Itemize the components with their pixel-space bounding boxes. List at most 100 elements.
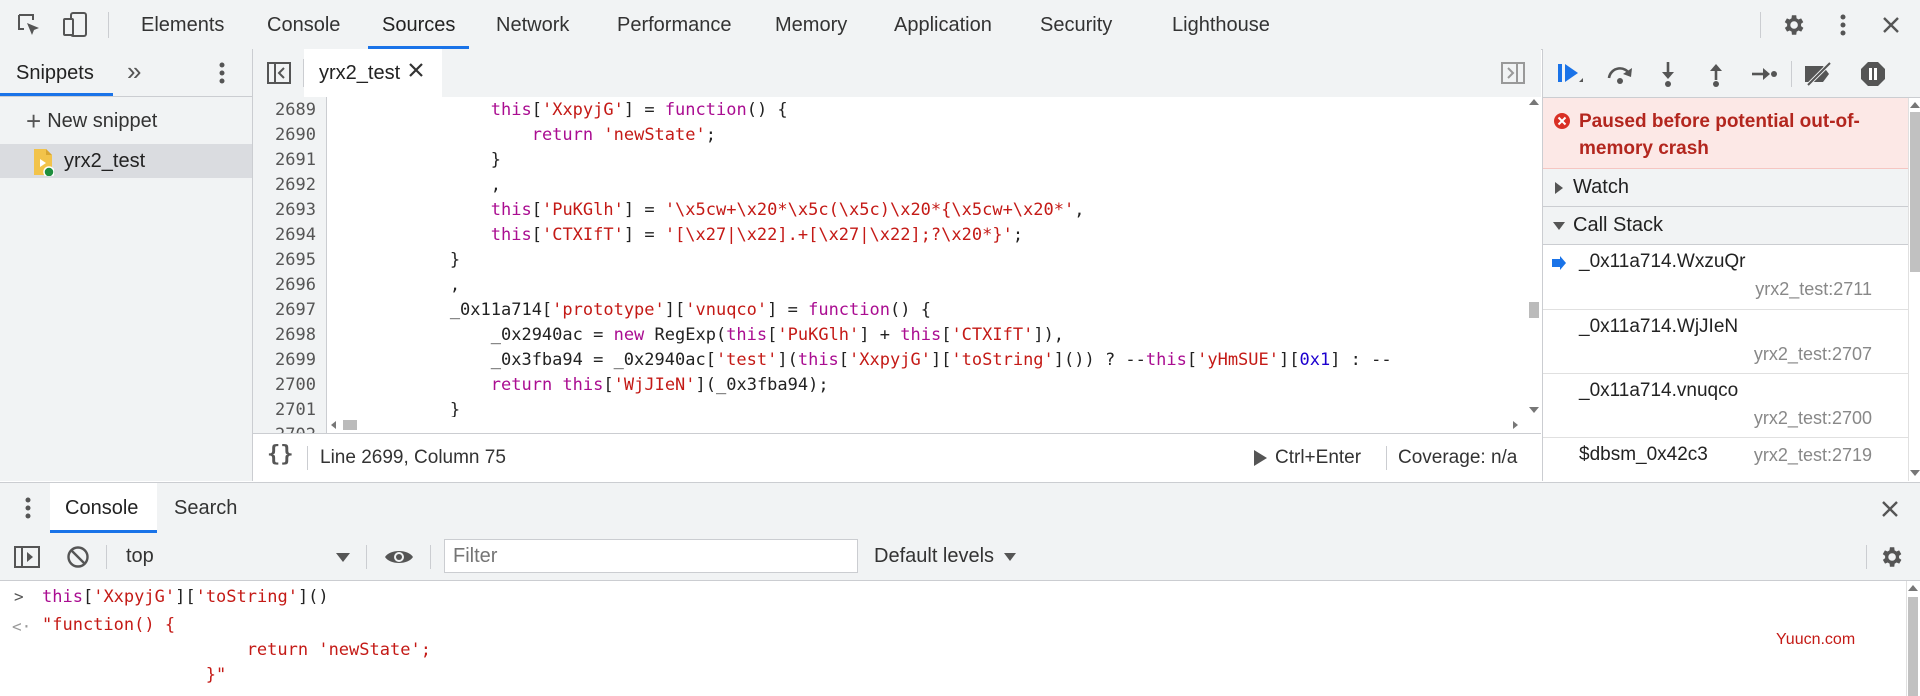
collapse-arrow-icon xyxy=(1553,222,1565,230)
controls-divider xyxy=(1791,61,1792,87)
scroll-up-arrow-icon[interactable] xyxy=(1529,99,1539,105)
file-tab-label: yrx2_test xyxy=(319,62,401,84)
code-lines: this['XxpyjG'] = function() { return 'ne… xyxy=(327,97,1527,417)
toolbar-divider xyxy=(366,545,367,569)
snippet-item-yrx2-test[interactable]: yrx2_test xyxy=(0,144,252,178)
inspect-element-icon[interactable] xyxy=(14,10,44,40)
paused-message-banner: Paused before potential out-of-memory cr… xyxy=(1543,98,1908,169)
device-toolbar-icon[interactable] xyxy=(60,10,90,40)
console-settings-gear-icon[interactable] xyxy=(1876,542,1906,572)
scrollbar-thumb[interactable] xyxy=(1910,112,1920,272)
step-over-icon[interactable] xyxy=(1605,59,1635,89)
filter-input[interactable] xyxy=(444,539,858,573)
active-tab-indicator xyxy=(50,530,157,533)
resume-icon[interactable] xyxy=(1555,59,1585,89)
drawer-tab-search[interactable]: Search xyxy=(174,497,238,519)
toolbar-divider xyxy=(108,12,109,38)
navigator-panel: Snippets » + New snippet yrx2_test xyxy=(0,49,253,481)
chevron-down-icon xyxy=(1004,552,1017,561)
code-line: this['XxpyjG'] = function() { xyxy=(490,100,788,120)
watch-section-header[interactable]: Watch xyxy=(1543,169,1908,207)
close-icon[interactable] xyxy=(1876,10,1906,40)
toolbar-divider xyxy=(106,545,107,569)
tab-application[interactable]: Application xyxy=(894,14,992,36)
devtools-toolbar: Elements Console Sources Network Perform… xyxy=(0,0,1920,50)
gear-icon[interactable] xyxy=(1778,10,1808,40)
clear-console-icon[interactable] xyxy=(64,543,92,571)
tab-lighthouse[interactable]: Lighthouse xyxy=(1172,14,1270,36)
new-snippet-button[interactable]: + New snippet xyxy=(26,105,157,137)
code-vertical-scrollbar[interactable] xyxy=(1527,97,1541,417)
close-tab-icon[interactable] xyxy=(408,62,424,84)
context-value: top xyxy=(126,545,154,567)
expand-arrow-icon xyxy=(1555,182,1563,194)
code-line: return this['WjJIeN'](_0x3fba94); xyxy=(490,375,829,395)
frame-location: yrx2_test:2707 xyxy=(1753,344,1872,364)
console-output[interactable]: > this['XxpyjG']['toString']() <· "funct… xyxy=(0,581,1920,696)
frame-location: yrx2_test:2711 xyxy=(1755,279,1872,299)
callstack-frame[interactable]: _0x11a714.WjJIeN yrx2_test:2707 xyxy=(1543,310,1908,374)
line-number: 2696 xyxy=(275,275,316,295)
toolbar-divider xyxy=(430,545,431,569)
navigator-menu-icon[interactable] xyxy=(208,59,236,87)
more-tabs-chevron-icon[interactable]: » xyxy=(127,56,142,86)
tab-security[interactable]: Security xyxy=(1040,14,1113,36)
toolbar-divider xyxy=(1866,545,1867,569)
drawer-menu-icon[interactable] xyxy=(16,494,40,522)
deactivate-breakpoints-icon[interactable] xyxy=(1801,59,1835,89)
scroll-up-arrow-icon[interactable] xyxy=(1908,585,1918,591)
line-number: 2693 xyxy=(275,200,316,220)
code-editor[interactable]: this['XxpyjG'] = function() { return 'ne… xyxy=(327,97,1527,417)
frame-name: $dbsm_0x42c3 xyxy=(1579,444,1708,465)
tab-performance[interactable]: Performance xyxy=(617,14,732,36)
console-scrollbar[interactable] xyxy=(1906,581,1920,696)
context-selector[interactable]: top xyxy=(114,533,354,580)
line-number: 2692 xyxy=(275,175,316,195)
scrollbar-thumb[interactable] xyxy=(1529,302,1539,318)
line-number: 2697 xyxy=(275,300,316,320)
callstack-section-header[interactable]: Call Stack xyxy=(1543,207,1908,245)
callstack-frame[interactable]: _0x11a714.WxzuQr yrx2_test:2711 xyxy=(1543,245,1908,310)
step-into-icon[interactable] xyxy=(1653,59,1683,89)
show-sidebar-icon[interactable] xyxy=(12,543,42,571)
code-line: } xyxy=(327,250,461,270)
tab-console[interactable]: Console xyxy=(267,14,341,36)
callstack-frame[interactable]: $dbsm_0x42c3 yrx2_test:2719 xyxy=(1543,438,1908,481)
cursor-position: Line 2699, Column 75 xyxy=(320,447,506,468)
tab-snippets[interactable]: Snippets xyxy=(16,62,94,84)
step-icon[interactable] xyxy=(1749,59,1779,89)
scroll-down-arrow-icon[interactable] xyxy=(1910,470,1920,476)
scroll-right-arrow-icon[interactable] xyxy=(1513,421,1518,429)
scroll-up-arrow-icon[interactable] xyxy=(1910,102,1920,108)
scrollbar-thumb[interactable] xyxy=(1908,597,1918,696)
new-snippet-label: New snippet xyxy=(47,109,158,132)
code-line: return 'newState'; xyxy=(531,125,716,145)
close-drawer-icon[interactable] xyxy=(1878,497,1902,521)
code-line: , xyxy=(327,175,501,195)
code-horizontal-scrollbar[interactable] xyxy=(327,417,1541,433)
more-options-icon[interactable] xyxy=(1828,10,1858,40)
run-snippet-button[interactable]: Ctrl+Enter xyxy=(1254,434,1361,482)
plus-icon: + xyxy=(26,106,42,136)
live-expression-eye-icon[interactable] xyxy=(382,543,416,571)
log-levels-dropdown[interactable]: Default levels xyxy=(874,533,1017,580)
drawer-tab-console[interactable]: Console xyxy=(50,483,157,533)
debugger-scrollbar[interactable] xyxy=(1908,98,1920,481)
callstack-frame[interactable]: _0x11a714.vnuqco yrx2_test:2700 xyxy=(1543,374,1908,438)
tab-network[interactable]: Network xyxy=(496,14,570,36)
pause-on-exceptions-icon[interactable] xyxy=(1857,58,1889,90)
toggle-debugger-icon[interactable] xyxy=(1499,59,1527,87)
pretty-print-icon[interactable]: {} xyxy=(267,442,294,467)
scroll-down-arrow-icon[interactable] xyxy=(1529,407,1539,413)
debugger-sidebar: Paused before potential out-of-memory cr… xyxy=(1542,49,1920,481)
frame-name: _0x11a714.WjJIeN xyxy=(1579,316,1739,337)
frame-location: yrx2_test:2700 xyxy=(1753,408,1872,428)
tab-elements[interactable]: Elements xyxy=(141,14,225,36)
step-out-icon[interactable] xyxy=(1701,59,1731,89)
editor-file-tab[interactable]: yrx2_test xyxy=(304,49,442,97)
tab-sources[interactable]: Sources xyxy=(367,0,470,49)
scroll-left-arrow-icon[interactable] xyxy=(331,421,336,429)
scrollbar-thumb[interactable] xyxy=(343,420,357,430)
tab-memory[interactable]: Memory xyxy=(775,14,848,36)
toggle-navigator-icon[interactable] xyxy=(265,59,293,87)
